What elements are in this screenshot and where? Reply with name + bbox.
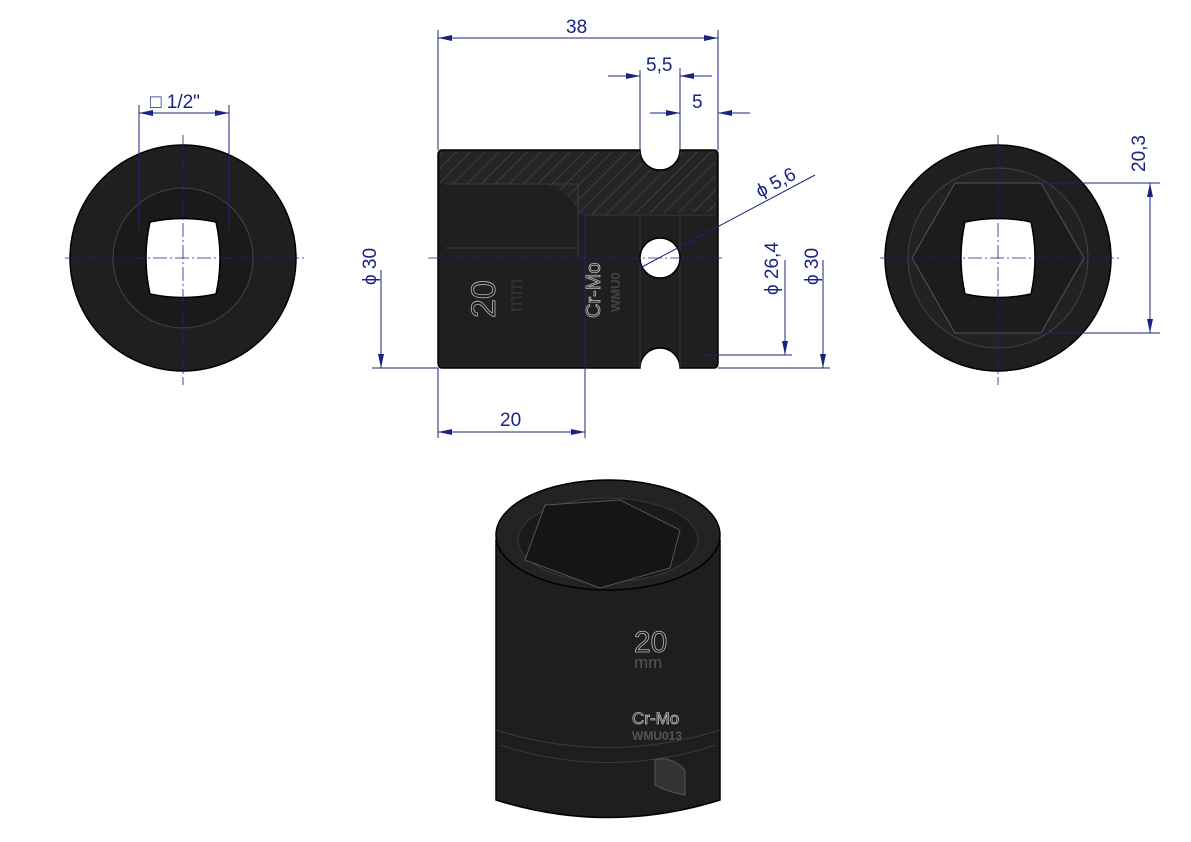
rear-view: 20,3 (880, 135, 1160, 385)
side-view: 20 mm Cr-Mo WMU0 38 5,5 5 ϕ 5,6 ϕ 30 ϕ 2… (360, 17, 830, 438)
svg-text:mm: mm (505, 279, 527, 312)
square-drive-label: □ 1/2" (150, 92, 200, 113)
groove-offset-label: 5 (692, 92, 703, 113)
iso-material-engraving: Cr-Mo (632, 709, 679, 728)
isometric-view: 20 mm Cr-Mo WMU013 (495, 479, 721, 819)
outer-diameter-left-label: ϕ 30 (360, 248, 381, 285)
groove-diameter-label: ϕ 26,4 (762, 242, 783, 295)
length-38-label: 38 (566, 17, 587, 38)
iso-code-engraving: WMU013 (632, 729, 682, 743)
iso-size-engraving: 20 (634, 626, 667, 659)
hex-size-label: 20,3 (1129, 135, 1150, 172)
svg-text:Cr-Mo: Cr-Mo (583, 262, 605, 318)
svg-text:20: 20 (465, 280, 503, 318)
iso-unit-engraving: mm (634, 653, 662, 672)
svg-text:WMU0: WMU0 (608, 272, 623, 312)
hex-depth-label: 20 (500, 410, 521, 431)
pin-hole-diameter-label: ϕ 5,6 (752, 164, 799, 202)
groove-width-label: 5,5 (646, 55, 672, 76)
front-view: □ 1/2" (65, 92, 305, 385)
side-engraving: 20 mm Cr-Mo WMU0 (465, 262, 623, 318)
outer-diameter-right-label: ϕ 30 (802, 248, 823, 285)
